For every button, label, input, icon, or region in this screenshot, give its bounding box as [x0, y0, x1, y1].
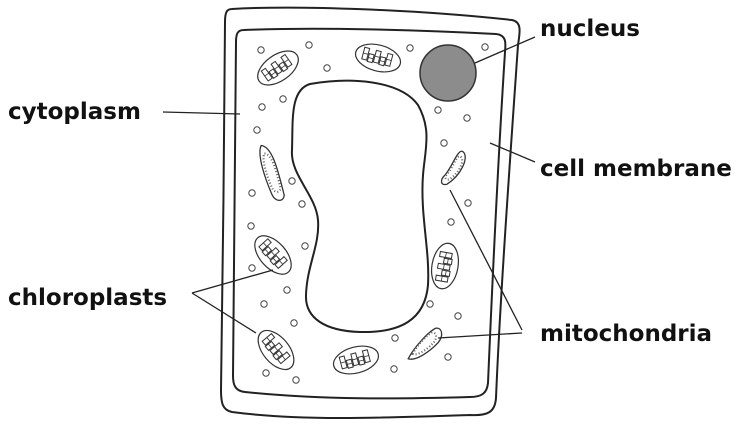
- granule: [248, 189, 256, 197]
- granule: [248, 264, 256, 272]
- granule: [390, 365, 398, 373]
- nucleus-pointer: [474, 36, 536, 64]
- mitochondria: [259, 144, 466, 360]
- label-nucleus: nucleus: [540, 16, 640, 42]
- granule: [454, 312, 462, 320]
- granule: [434, 106, 442, 114]
- mitochondrion: [407, 327, 443, 360]
- cytoplasm-granules: [247, 41, 489, 384]
- granule: [247, 222, 255, 230]
- granule: [406, 44, 414, 52]
- granule: [262, 369, 270, 377]
- mitochondrion: [259, 144, 285, 201]
- chloroplasts-pointer-2: [191, 292, 257, 334]
- vacuole: [290, 79, 430, 334]
- granule: [323, 64, 331, 72]
- chloroplast: [257, 329, 295, 371]
- granule: [440, 139, 448, 147]
- granule: [391, 334, 399, 342]
- mitochondria-pointer-2: [437, 332, 523, 339]
- granule: [444, 353, 452, 361]
- granule: [258, 103, 266, 111]
- cytoplasm-pointer: [162, 111, 241, 115]
- chloroplast: [257, 50, 299, 86]
- chloroplasts: [254, 43, 460, 375]
- chloroplasts-pointer-1: [191, 269, 274, 294]
- cell-membrane-pointer: [489, 142, 536, 163]
- chloroplast: [332, 345, 380, 375]
- chloroplast: [254, 235, 292, 275]
- granule: [279, 95, 287, 103]
- label-chloroplasts: chloroplasts: [8, 285, 167, 311]
- granule: [301, 242, 309, 250]
- granule: [463, 114, 471, 122]
- granule: [257, 46, 265, 54]
- label-cell-membrane: cell membrane: [540, 156, 732, 182]
- granule: [305, 41, 313, 49]
- granule: [464, 199, 472, 207]
- granule: [481, 43, 489, 51]
- label-cytoplasm: cytoplasm: [8, 99, 141, 125]
- granule: [253, 126, 261, 134]
- label-mitochondria: mitochondria: [540, 321, 712, 347]
- granule: [292, 376, 300, 384]
- mitochondria-pointer-1: [449, 189, 523, 331]
- granule: [283, 286, 291, 294]
- mitochondrion: [440, 150, 466, 186]
- granule: [298, 200, 306, 208]
- nucleus: [419, 44, 477, 102]
- granule: [447, 218, 455, 226]
- chloroplast: [430, 242, 460, 290]
- granule: [260, 300, 268, 308]
- granule: [288, 177, 296, 185]
- chloroplast: [354, 43, 402, 73]
- granule: [426, 300, 434, 308]
- granule: [290, 319, 298, 327]
